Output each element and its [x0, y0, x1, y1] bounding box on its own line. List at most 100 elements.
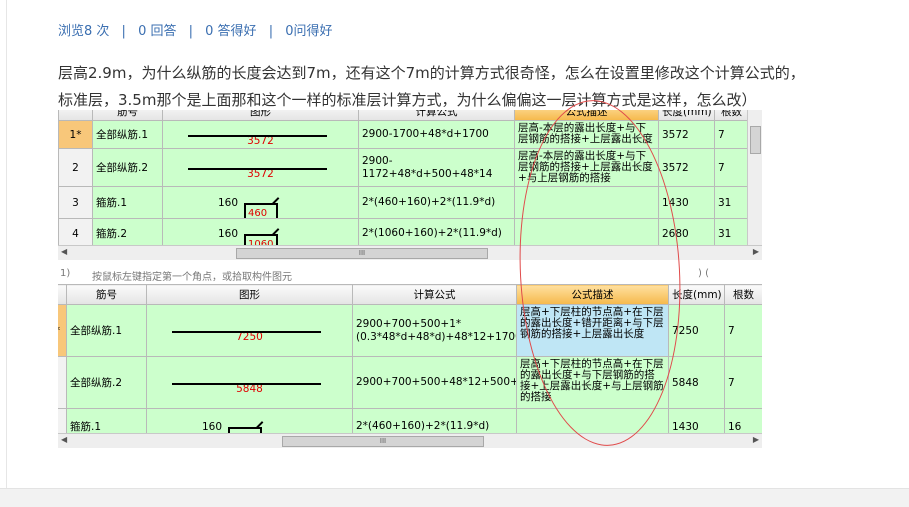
stirrup-icon: 460 — [244, 202, 278, 218]
count-cell[interactable]: 7 — [714, 148, 749, 187]
formula-cell[interactable]: 2*(460+160)+2*(11.9*d) — [358, 186, 515, 219]
rebar-name-cell[interactable]: 全部纵筋.1 — [92, 120, 163, 149]
scroll-thumb[interactable]: III — [282, 436, 484, 447]
rebar-name-cell[interactable]: 箍筋.2 — [92, 218, 163, 249]
scroll-thumb[interactable]: III — [236, 248, 488, 259]
formula-description-cell[interactable]: 层高+下层柱的节点高+在下层的露出长度+错开距离+与下层钢筋的搭接+上层露出长度 — [516, 304, 669, 357]
vertical-scrollbar[interactable] — [747, 110, 762, 246]
stirrup-icon: 1060 — [244, 233, 278, 248]
formula-description-cell[interactable] — [514, 218, 659, 249]
row-number[interactable]: 3 — [58, 186, 93, 219]
formula-description-cell[interactable]: 层高-本层的露出长度+与下层钢筋的搭接+上层露出长度+与上层钢筋的搭接 — [514, 148, 659, 187]
row-number[interactable]: 4 — [58, 218, 93, 249]
rebar-name-cell[interactable]: 全部纵筋.1 — [66, 304, 147, 357]
shape-length-label: 3572 — [247, 134, 274, 147]
column-header[interactable]: 长度(mm) — [658, 110, 715, 121]
stats-separator: | — [268, 24, 274, 39]
shape-cell[interactable]: 3572 — [162, 120, 359, 149]
shape-cell[interactable]: 7250 — [146, 304, 353, 357]
straight-bar-icon — [172, 382, 321, 385]
count-cell[interactable]: 31 — [714, 186, 749, 219]
column-header[interactable]: 公式描述 — [514, 110, 659, 121]
column-header[interactable]: 根数 — [724, 284, 762, 305]
status-strip: 1) 按鼠标左键指定第一个角点，或拾取构件图元 ) ( — [58, 262, 762, 282]
table-row[interactable]: *全部纵筋.1 7250 2900+700+500+1*(0.3*48*d+48*d… — [58, 304, 762, 357]
count-cell[interactable]: 7 — [724, 356, 762, 409]
count-cell[interactable]: 7 — [724, 304, 762, 357]
shape-cell[interactable]: 5848 — [146, 356, 353, 409]
formula-cell[interactable]: 2900+700+500+1*(0.3*48*d+48*d)+48*12+170… — [352, 304, 517, 357]
shape-cell[interactable]: 3572 — [162, 148, 359, 187]
question-likes-link[interactable]: 0问得好 — [285, 24, 333, 39]
formula-cell[interactable]: 2900-1700+48*d+1700 — [358, 120, 515, 149]
row-number[interactable]: 1* — [58, 120, 93, 149]
count-cell[interactable]: 7 — [714, 120, 749, 149]
formula-cell[interactable]: 2900+700+500+48*12+500+48*14 — [352, 356, 517, 409]
column-header[interactable]: 计算公式 — [358, 110, 515, 121]
length-cell[interactable]: 2680 — [658, 218, 715, 249]
scroll-grip: III — [379, 437, 387, 445]
row-number[interactable]: 2 — [58, 148, 93, 187]
formula-description-cell[interactable] — [514, 186, 659, 219]
formula-cell[interactable]: 2900-1172+48*d+500+48*14 — [358, 148, 515, 187]
scroll-left-icon[interactable]: ◀ — [61, 247, 68, 256]
column-header[interactable] — [58, 110, 93, 121]
rebar-name-cell[interactable]: 全部纵筋.2 — [92, 148, 163, 187]
row-number[interactable] — [58, 356, 67, 409]
stats-separator: | — [121, 24, 126, 39]
column-header[interactable]: 筋号 — [92, 110, 163, 121]
formula-description-cell[interactable]: 层高+下层柱的节点高+在下层的露出长度+与下层钢筋的搭接+上层露出长度+与上层钢… — [516, 356, 669, 409]
rebar-name-cell[interactable]: 箍筋.1 — [92, 186, 163, 219]
column-header[interactable]: 公式描述 — [516, 284, 669, 305]
scroll-grip: III — [358, 249, 366, 257]
formula-description-cell[interactable]: 层高-本层的露出长度+与下层钢筋的搭接+上层露出长度 — [514, 120, 659, 149]
rebar-name-cell[interactable]: 全部纵筋.2 — [66, 356, 147, 409]
scroll-left-icon[interactable]: ◀ — [61, 435, 68, 444]
views-count: 浏览8 次 — [58, 24, 110, 39]
column-header[interactable]: 根数 — [714, 110, 749, 121]
table-row[interactable]: 全部纵筋.258482900+700+500+48*12+500+48*14层高… — [58, 356, 762, 409]
shape-length-label: 3572 — [247, 167, 274, 180]
question-body: 层高2.9m，为什么纵筋的长度会达到7m，还有这个7m的计算方式很奇怪，怎么在设… — [58, 60, 909, 114]
column-header[interactable]: 计算公式 — [352, 284, 517, 305]
column-header[interactable]: 图形 — [146, 284, 353, 305]
length-cell[interactable]: 1430 — [658, 186, 715, 219]
length-cell[interactable]: 5848 — [668, 356, 725, 409]
straight-bar-icon — [172, 330, 321, 333]
length-cell[interactable]: 3572 — [658, 120, 715, 149]
horizontal-scrollbar[interactable]: ◀ III ▶ — [58, 433, 762, 448]
row-number[interactable]: * — [58, 304, 67, 357]
straight-bar-icon — [188, 134, 327, 137]
length-cell[interactable]: 7250 — [668, 304, 725, 357]
scroll-right-icon[interactable]: ▶ — [752, 435, 759, 444]
stirrup-width-label: 160 — [202, 420, 223, 433]
strip-left: 1) — [60, 268, 71, 279]
column-header[interactable]: 筋号 — [66, 284, 147, 305]
stirrup-width-label: 160 — [218, 227, 239, 240]
shape-length-label: 7250 — [236, 330, 263, 343]
page-footer-band — [0, 488, 909, 507]
rebar-table-top: 筋号图形计算公式公式描述长度(mm)根数 1*全部纵筋.1 3572 2900-17… — [58, 110, 749, 249]
count-cell[interactable]: 31 — [714, 218, 749, 249]
answers-link[interactable]: 0 回答 — [138, 24, 177, 39]
formula-cell[interactable]: 2*(1060+160)+2*(11.9*d) — [358, 218, 515, 249]
horizontal-scrollbar[interactable]: ◀ III ▶ — [58, 245, 762, 260]
column-header[interactable]: 图形 — [162, 110, 359, 121]
scroll-thumb[interactable] — [750, 126, 761, 154]
question-stats: 浏览8 次 | 0 回答 | 0 答得好 | 0问得好 — [58, 20, 333, 39]
column-header[interactable]: 长度(mm) — [668, 284, 725, 305]
shape-cell[interactable]: 160 1060 — [162, 218, 359, 249]
answer-likes-link[interactable]: 0 答得好 — [205, 24, 257, 39]
scroll-right-icon[interactable]: ▶ — [752, 247, 759, 256]
left-divider — [6, 0, 7, 488]
question-line-1: 层高2.9m，为什么纵筋的长度会达到7m，还有这个7m的计算方式很奇怪，怎么在设… — [58, 64, 805, 82]
rebar-grid-top: 筋号图形计算公式公式描述长度(mm)根数 1*全部纵筋.1 3572 2900-17… — [58, 110, 762, 260]
column-header[interactable] — [58, 284, 67, 305]
length-cell[interactable]: 3572 — [658, 148, 715, 187]
